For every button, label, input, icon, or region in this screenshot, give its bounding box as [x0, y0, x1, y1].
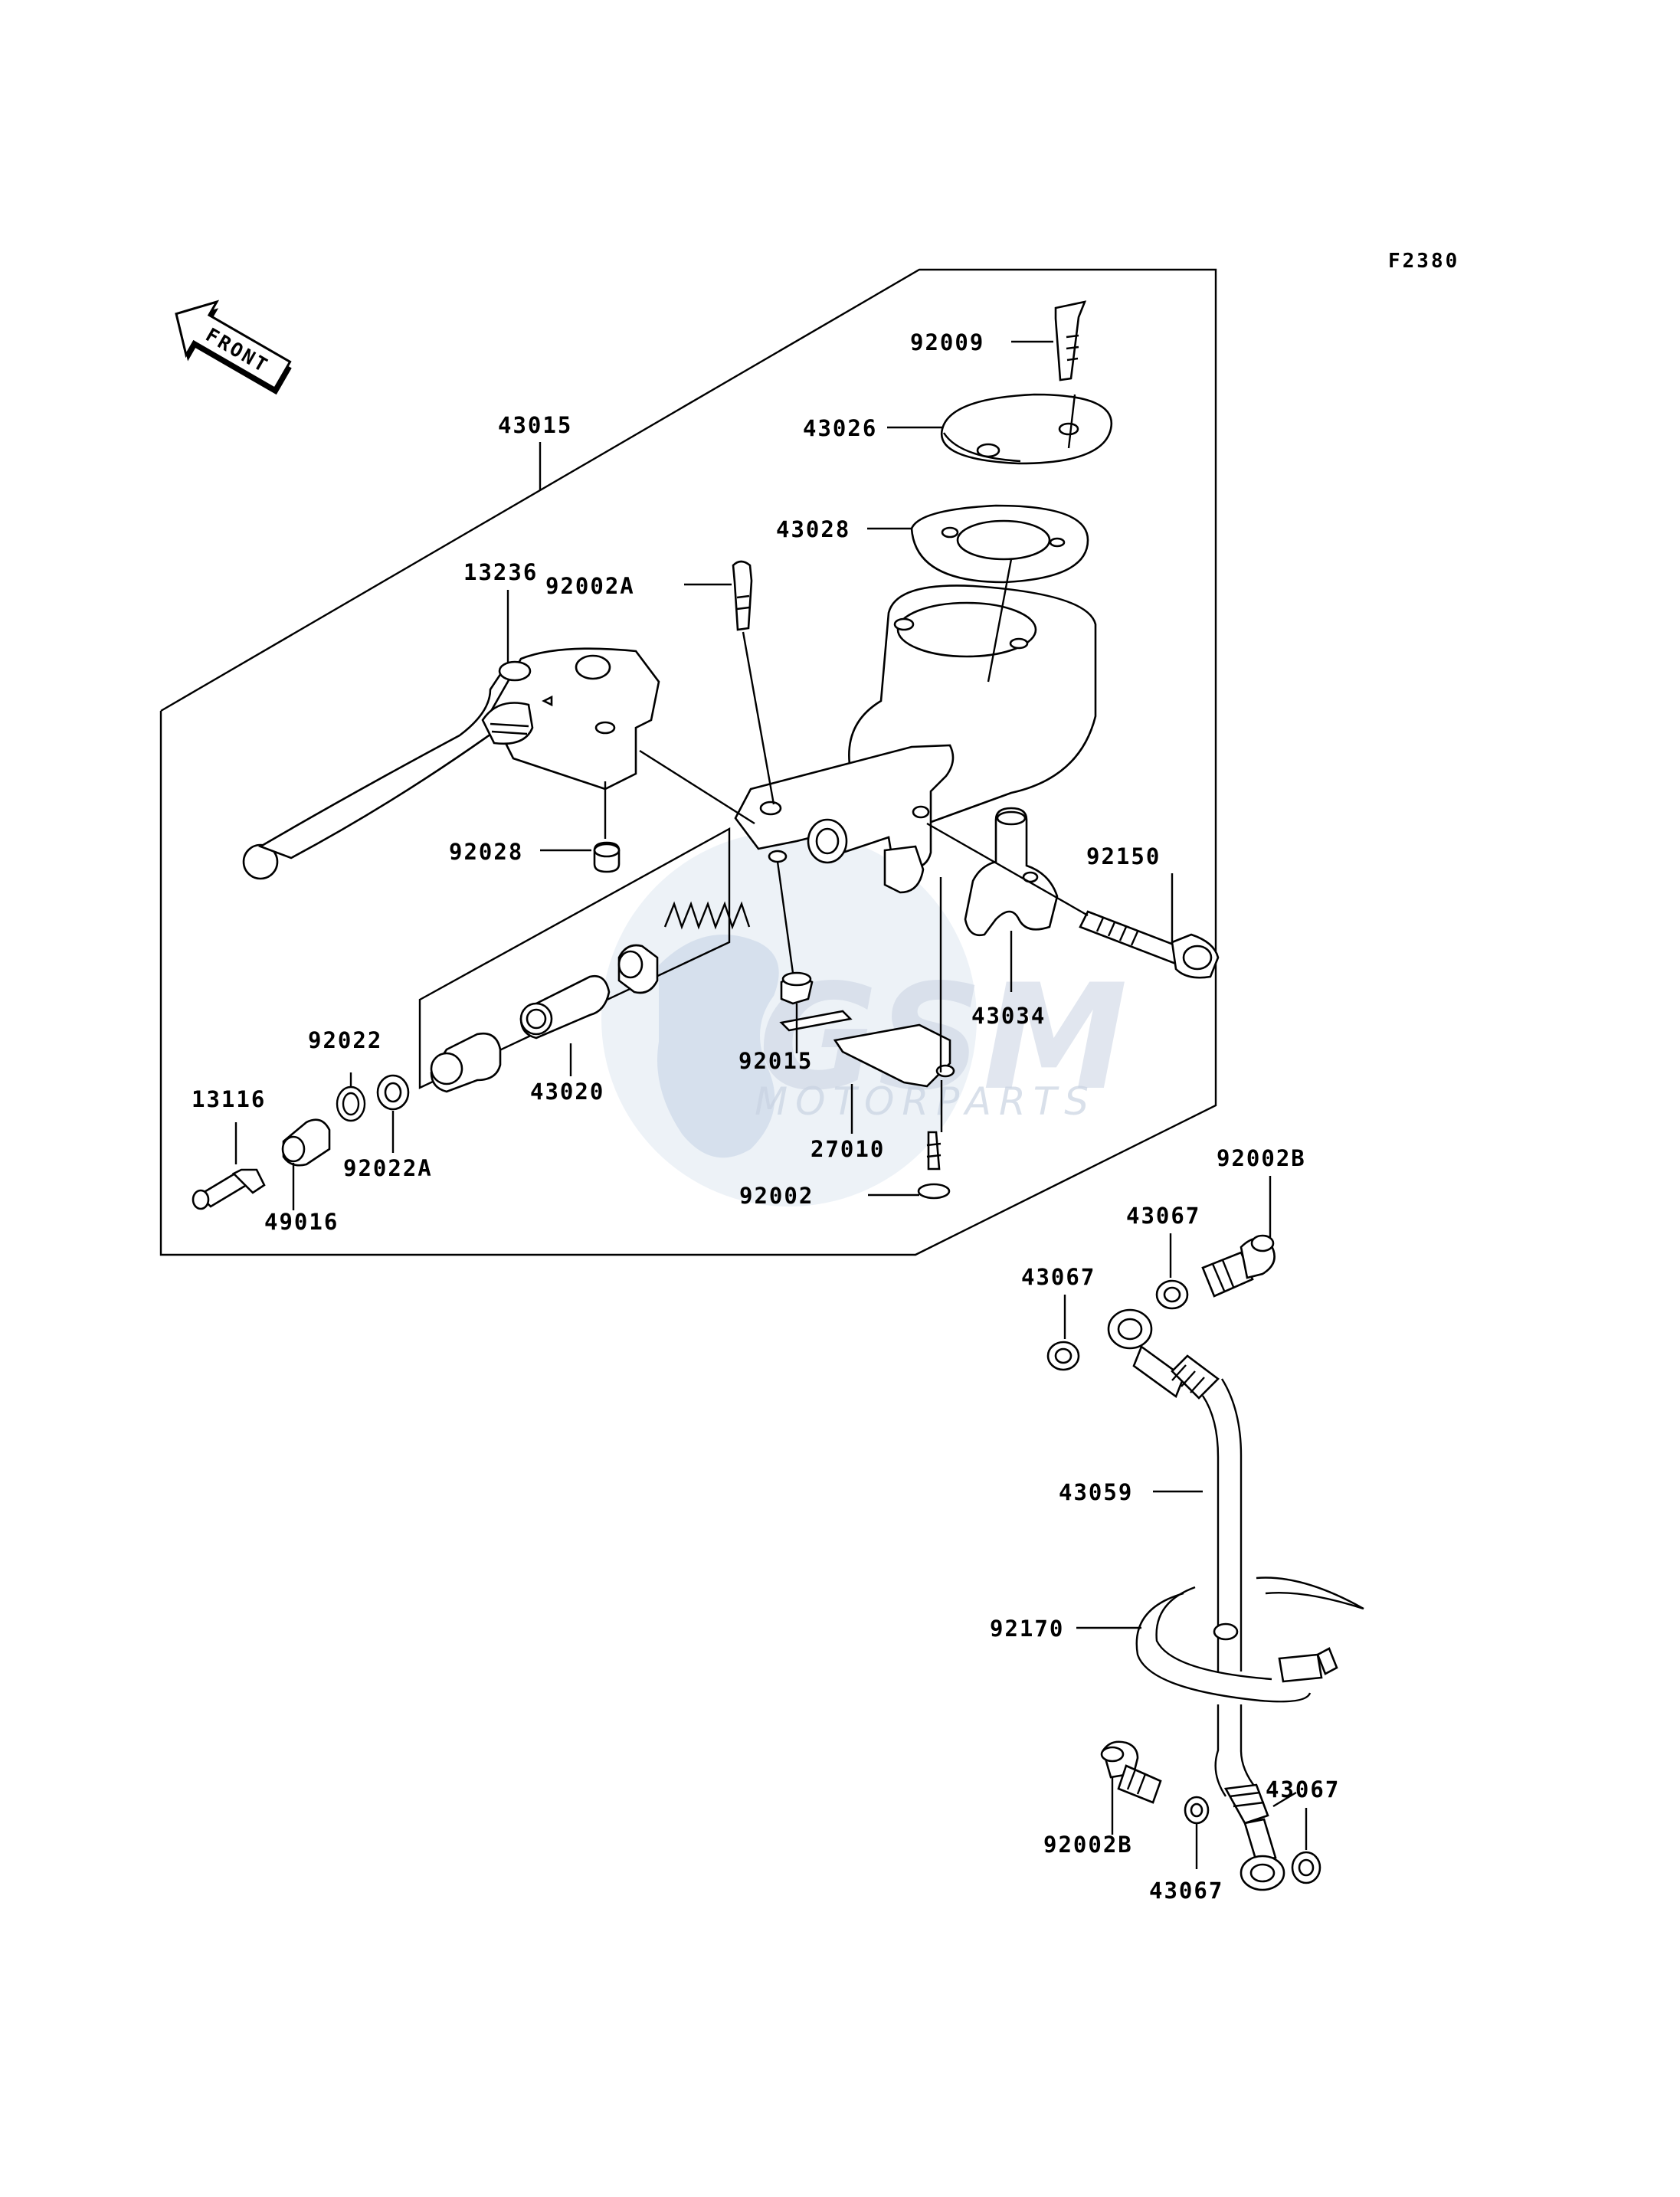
part-92022-circlip	[336, 1085, 366, 1122]
part-43020-piston-kit	[430, 944, 659, 1093]
part-92028-cap	[593, 841, 621, 873]
label-92015: 92015	[738, 1048, 813, 1074]
label-92022: 92022	[308, 1027, 382, 1053]
label-92170: 92170	[990, 1616, 1064, 1642]
part-13116-pushrod	[192, 1168, 266, 1210]
part-49016-sleeve	[281, 1118, 331, 1167]
label-43034: 43034	[971, 1003, 1046, 1029]
label-43059: 43059	[1059, 1479, 1133, 1505]
label-92028: 92028	[449, 839, 523, 865]
label-43067-c: 43067	[1266, 1776, 1340, 1802]
label-92002B-top: 92002B	[1217, 1145, 1306, 1171]
label-43026: 43026	[803, 415, 877, 441]
part-27010-switch	[779, 1010, 955, 1088]
label-92002A: 92002A	[545, 573, 635, 599]
piston-kit-frame	[418, 827, 731, 1089]
label-43067-a: 43067	[1126, 1203, 1200, 1229]
part-43059-hose	[1107, 1308, 1285, 1891]
label-92022A: 92022A	[343, 1155, 433, 1181]
part-master-cylinder-body	[734, 584, 1097, 894]
part-spring	[663, 901, 751, 930]
part-92170-clamp	[1135, 1577, 1364, 1703]
part-92002-screw	[917, 1131, 951, 1200]
part-92009-screw	[1054, 300, 1087, 381]
diagram-code: F2380	[1388, 250, 1459, 273]
part-43067-washer-b	[1155, 1279, 1189, 1310]
label-43028: 43028	[776, 516, 850, 542]
label-13116: 13116	[192, 1086, 266, 1112]
leader-lines	[234, 340, 1308, 1869]
label-92150: 92150	[1086, 843, 1161, 869]
part-92002B-bottom-bolt	[1100, 1740, 1162, 1804]
watermark-subtitle: MOTORPARTS	[755, 1079, 1096, 1124]
watermark: GSM MOTORPARTS	[601, 831, 1128, 1207]
label-92009: 92009	[910, 329, 984, 355]
part-43067-washer-c	[1184, 1796, 1210, 1825]
assembly-frame	[159, 268, 1217, 1256]
part-43028-diaphragm	[910, 504, 1089, 584]
part-92022A-washer	[376, 1074, 410, 1111]
part-92002B-top-bolt	[1201, 1234, 1276, 1298]
label-43067-d: 43067	[1149, 1878, 1223, 1904]
label-92002B-bottom: 92002B	[1043, 1832, 1133, 1858]
label-43015: 43015	[498, 412, 572, 438]
part-13236-lever	[242, 647, 660, 880]
part-92150-bolt	[1079, 910, 1220, 979]
part-43026-cap	[940, 393, 1113, 465]
part-92002A-screw	[732, 560, 753, 631]
label-27010: 27010	[811, 1136, 885, 1162]
part-43067-washer-d	[1291, 1851, 1321, 1884]
label-43020: 43020	[530, 1079, 604, 1105]
part-92015-nut	[780, 971, 814, 1005]
part-43067-washer-a	[1046, 1341, 1080, 1371]
part-labels: 92009 43026 43015 43028 92002A 13236 920…	[192, 329, 1340, 1904]
label-49016: 49016	[264, 1209, 339, 1235]
front-arrow-icon: FRONT	[175, 300, 292, 395]
label-13236: 13236	[463, 559, 538, 585]
label-43067-b: 43067	[1021, 1264, 1095, 1290]
label-92002: 92002	[739, 1183, 814, 1209]
